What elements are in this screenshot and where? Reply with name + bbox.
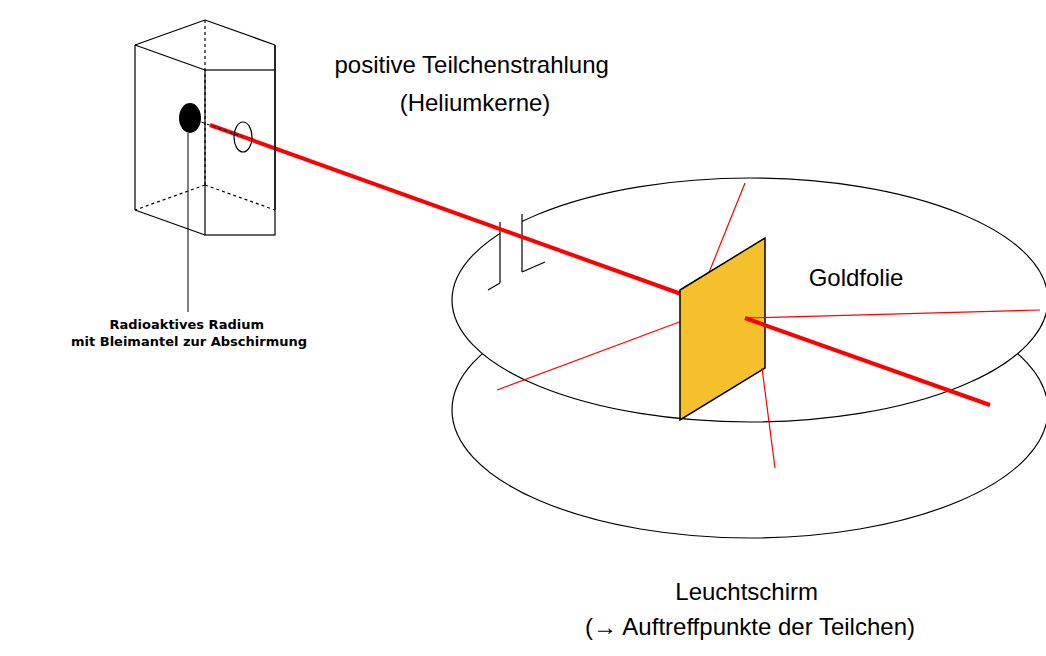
lead-box bbox=[135, 20, 275, 235]
label-line: positive Teilchenstrahlung bbox=[315, 46, 635, 84]
label-line: Radioaktives Radium bbox=[4, 317, 374, 334]
slit-edge bbox=[522, 262, 545, 272]
radium-source bbox=[179, 103, 201, 133]
scattered-ray bbox=[745, 310, 1040, 318]
screen-label: Leuchtschirm (→ Auftreffpunkte der Teilc… bbox=[500, 575, 1000, 645]
source-label: Radioaktives Radium mit Bleimantel zur A… bbox=[4, 317, 374, 351]
beam-label: positive Teilchenstrahlung (Heliumkerne) bbox=[315, 46, 635, 123]
scattered-ray bbox=[497, 318, 690, 390]
slit-edge bbox=[488, 283, 500, 290]
leader-line bbox=[188, 133, 189, 312]
slit-edge bbox=[521, 214, 522, 272]
alpha-beam bbox=[745, 318, 990, 405]
label-line: (→ Auftreffpunkte der Teilchen) bbox=[500, 610, 1000, 645]
alpha-beam bbox=[210, 125, 684, 295]
gold-foil bbox=[680, 238, 765, 420]
exit-hole bbox=[234, 122, 252, 152]
label-line: mit Bleimantel zur Abschirmung bbox=[4, 334, 374, 351]
screen-top-rim bbox=[452, 178, 1046, 422]
foil-label: Goldfolie bbox=[786, 262, 926, 293]
scattered-ray bbox=[762, 368, 775, 468]
screen-slit bbox=[500, 185, 522, 295]
label-line: (Heliumkerne) bbox=[315, 84, 635, 122]
label-line: Leuchtschirm bbox=[500, 575, 1000, 610]
